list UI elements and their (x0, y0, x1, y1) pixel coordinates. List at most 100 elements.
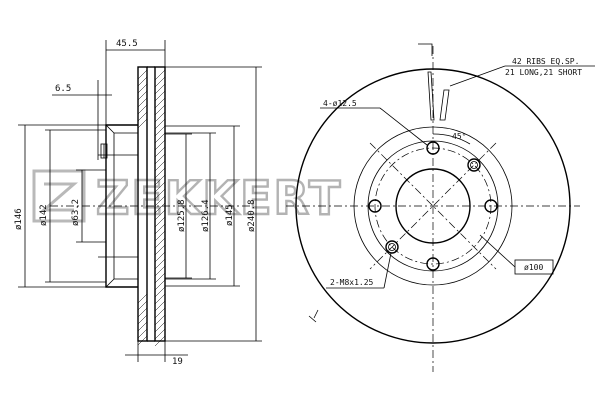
pcd-label: ø100 (524, 263, 543, 272)
bolt-hole-right (484, 199, 498, 213)
hatch-line (154, 328, 166, 340)
hatch-line (154, 111, 166, 123)
watermark-brand-text: ZEKKERT (96, 171, 342, 225)
thread-hole-upper-right-inner (470, 161, 478, 169)
bolt-hole-top (426, 141, 440, 155)
diagonal-line-1 (369, 142, 497, 270)
hatch-line (137, 111, 148, 122)
hatch-line (137, 118, 148, 129)
hatch-line (154, 286, 166, 298)
hatch-line (154, 146, 166, 158)
thread-hole-upper-right (467, 158, 481, 172)
hatch-line (154, 307, 166, 319)
disc-outer-edge (295, 68, 571, 344)
angle-arc (432, 133, 471, 145)
side-view: 45.5 6.5 19 ø146 ø142 ø63.2 ø125.8 ø126.… (14, 39, 262, 367)
hatch-line (154, 195, 166, 207)
hatch-line (137, 104, 148, 115)
hatch-line (154, 83, 166, 95)
hatch-line (137, 90, 148, 101)
hat-corner-bottom (105, 278, 115, 288)
hatch-line (154, 76, 166, 88)
hatch-line (154, 209, 166, 221)
hatch-line (154, 293, 166, 305)
hatch-line (154, 314, 166, 326)
hat-corner-top (105, 124, 115, 134)
watermark-logo-box (32, 169, 86, 223)
hatch-line (154, 216, 166, 228)
thread-hole-lower-left (385, 240, 399, 254)
watermark-logo-z (39, 182, 79, 212)
thread-note-leader (383, 252, 392, 289)
center-bore (395, 168, 471, 244)
dim-overall-width: 45.5 (116, 39, 138, 49)
ribs-note-line1: 42 RIBS EQ.SP. (512, 57, 579, 66)
hatch-line (154, 230, 166, 242)
rib-short (439, 89, 450, 121)
bolt-circle (374, 147, 492, 265)
hatch-line (154, 139, 166, 151)
hatch-line (154, 97, 166, 109)
ribs-note-line2: 21 LONG,21 SHORT (505, 68, 582, 77)
hatch-line (154, 167, 166, 179)
hatch-line (137, 335, 148, 346)
hatch-line (137, 314, 148, 325)
hatch-line (137, 321, 148, 332)
hatch-line (154, 223, 166, 235)
hatch-line (137, 97, 148, 108)
section-mark-bottom (313, 309, 319, 319)
dim-disc-thickness: 19 (172, 357, 183, 367)
section-hatching (137, 69, 166, 347)
dim-dia-125: ø125.8 (177, 199, 187, 232)
hatch-line (137, 83, 148, 94)
hatch-line (137, 76, 148, 87)
angle-label: 45° (452, 132, 466, 141)
hatch-line (154, 321, 166, 333)
hatch-line (154, 160, 166, 172)
hatch-line (154, 265, 166, 277)
dim-dia-142: ø142 (39, 204, 49, 226)
brand-watermark: ZEKKERT (32, 169, 342, 226)
hatch-line (154, 181, 166, 193)
section-mark-top (418, 43, 433, 56)
dim-dia-240: ø240.8 (247, 199, 257, 232)
thread-note: 2-M8x1.25 (330, 278, 374, 287)
hatch-line (154, 90, 166, 102)
hatch-line (154, 132, 166, 144)
hat-inner-outline (113, 132, 138, 280)
hatch-line (137, 328, 148, 339)
rib-long (427, 71, 435, 121)
hatch-line (137, 69, 148, 80)
bolt-holes-note: 4-ø12.5 (323, 99, 357, 108)
hatch-line (154, 104, 166, 116)
hatch-line (154, 237, 166, 249)
hatch-line (154, 174, 166, 186)
hatch-line (154, 202, 166, 214)
hatch-line (154, 188, 166, 200)
friction-inner-edge (353, 126, 513, 286)
front-view: 42 RIBS EQ.SP. 21 LONG,21 SHORT 45° 4-ø1… (286, 43, 595, 372)
hatch-line (154, 153, 166, 165)
dim-dia-145: ø145 (225, 204, 235, 226)
left-friction-plate (137, 66, 148, 342)
dim-dia-63: ø63.2 (71, 199, 81, 226)
pcd-leader (479, 234, 516, 268)
ribs-leader (449, 65, 506, 87)
hatch-line (154, 300, 166, 312)
hatch-line (154, 279, 166, 291)
hatch-line (154, 251, 166, 263)
hatch-line (154, 258, 166, 270)
dim-dia-126: ø126.4 (201, 199, 211, 232)
hatch-line (154, 244, 166, 256)
hatch-line (154, 118, 166, 130)
hatch-line (154, 272, 166, 284)
pcd-box (514, 259, 554, 275)
section-mark-bottom-b (308, 315, 317, 323)
hatch-line (137, 300, 148, 311)
bolt-hole-bottom (426, 257, 440, 271)
bolt-note-leader (379, 107, 428, 146)
hatch-line (154, 335, 166, 347)
thread-hole-lower-left-inner (388, 243, 396, 251)
dim-hat-offset: 6.5 (55, 84, 71, 94)
